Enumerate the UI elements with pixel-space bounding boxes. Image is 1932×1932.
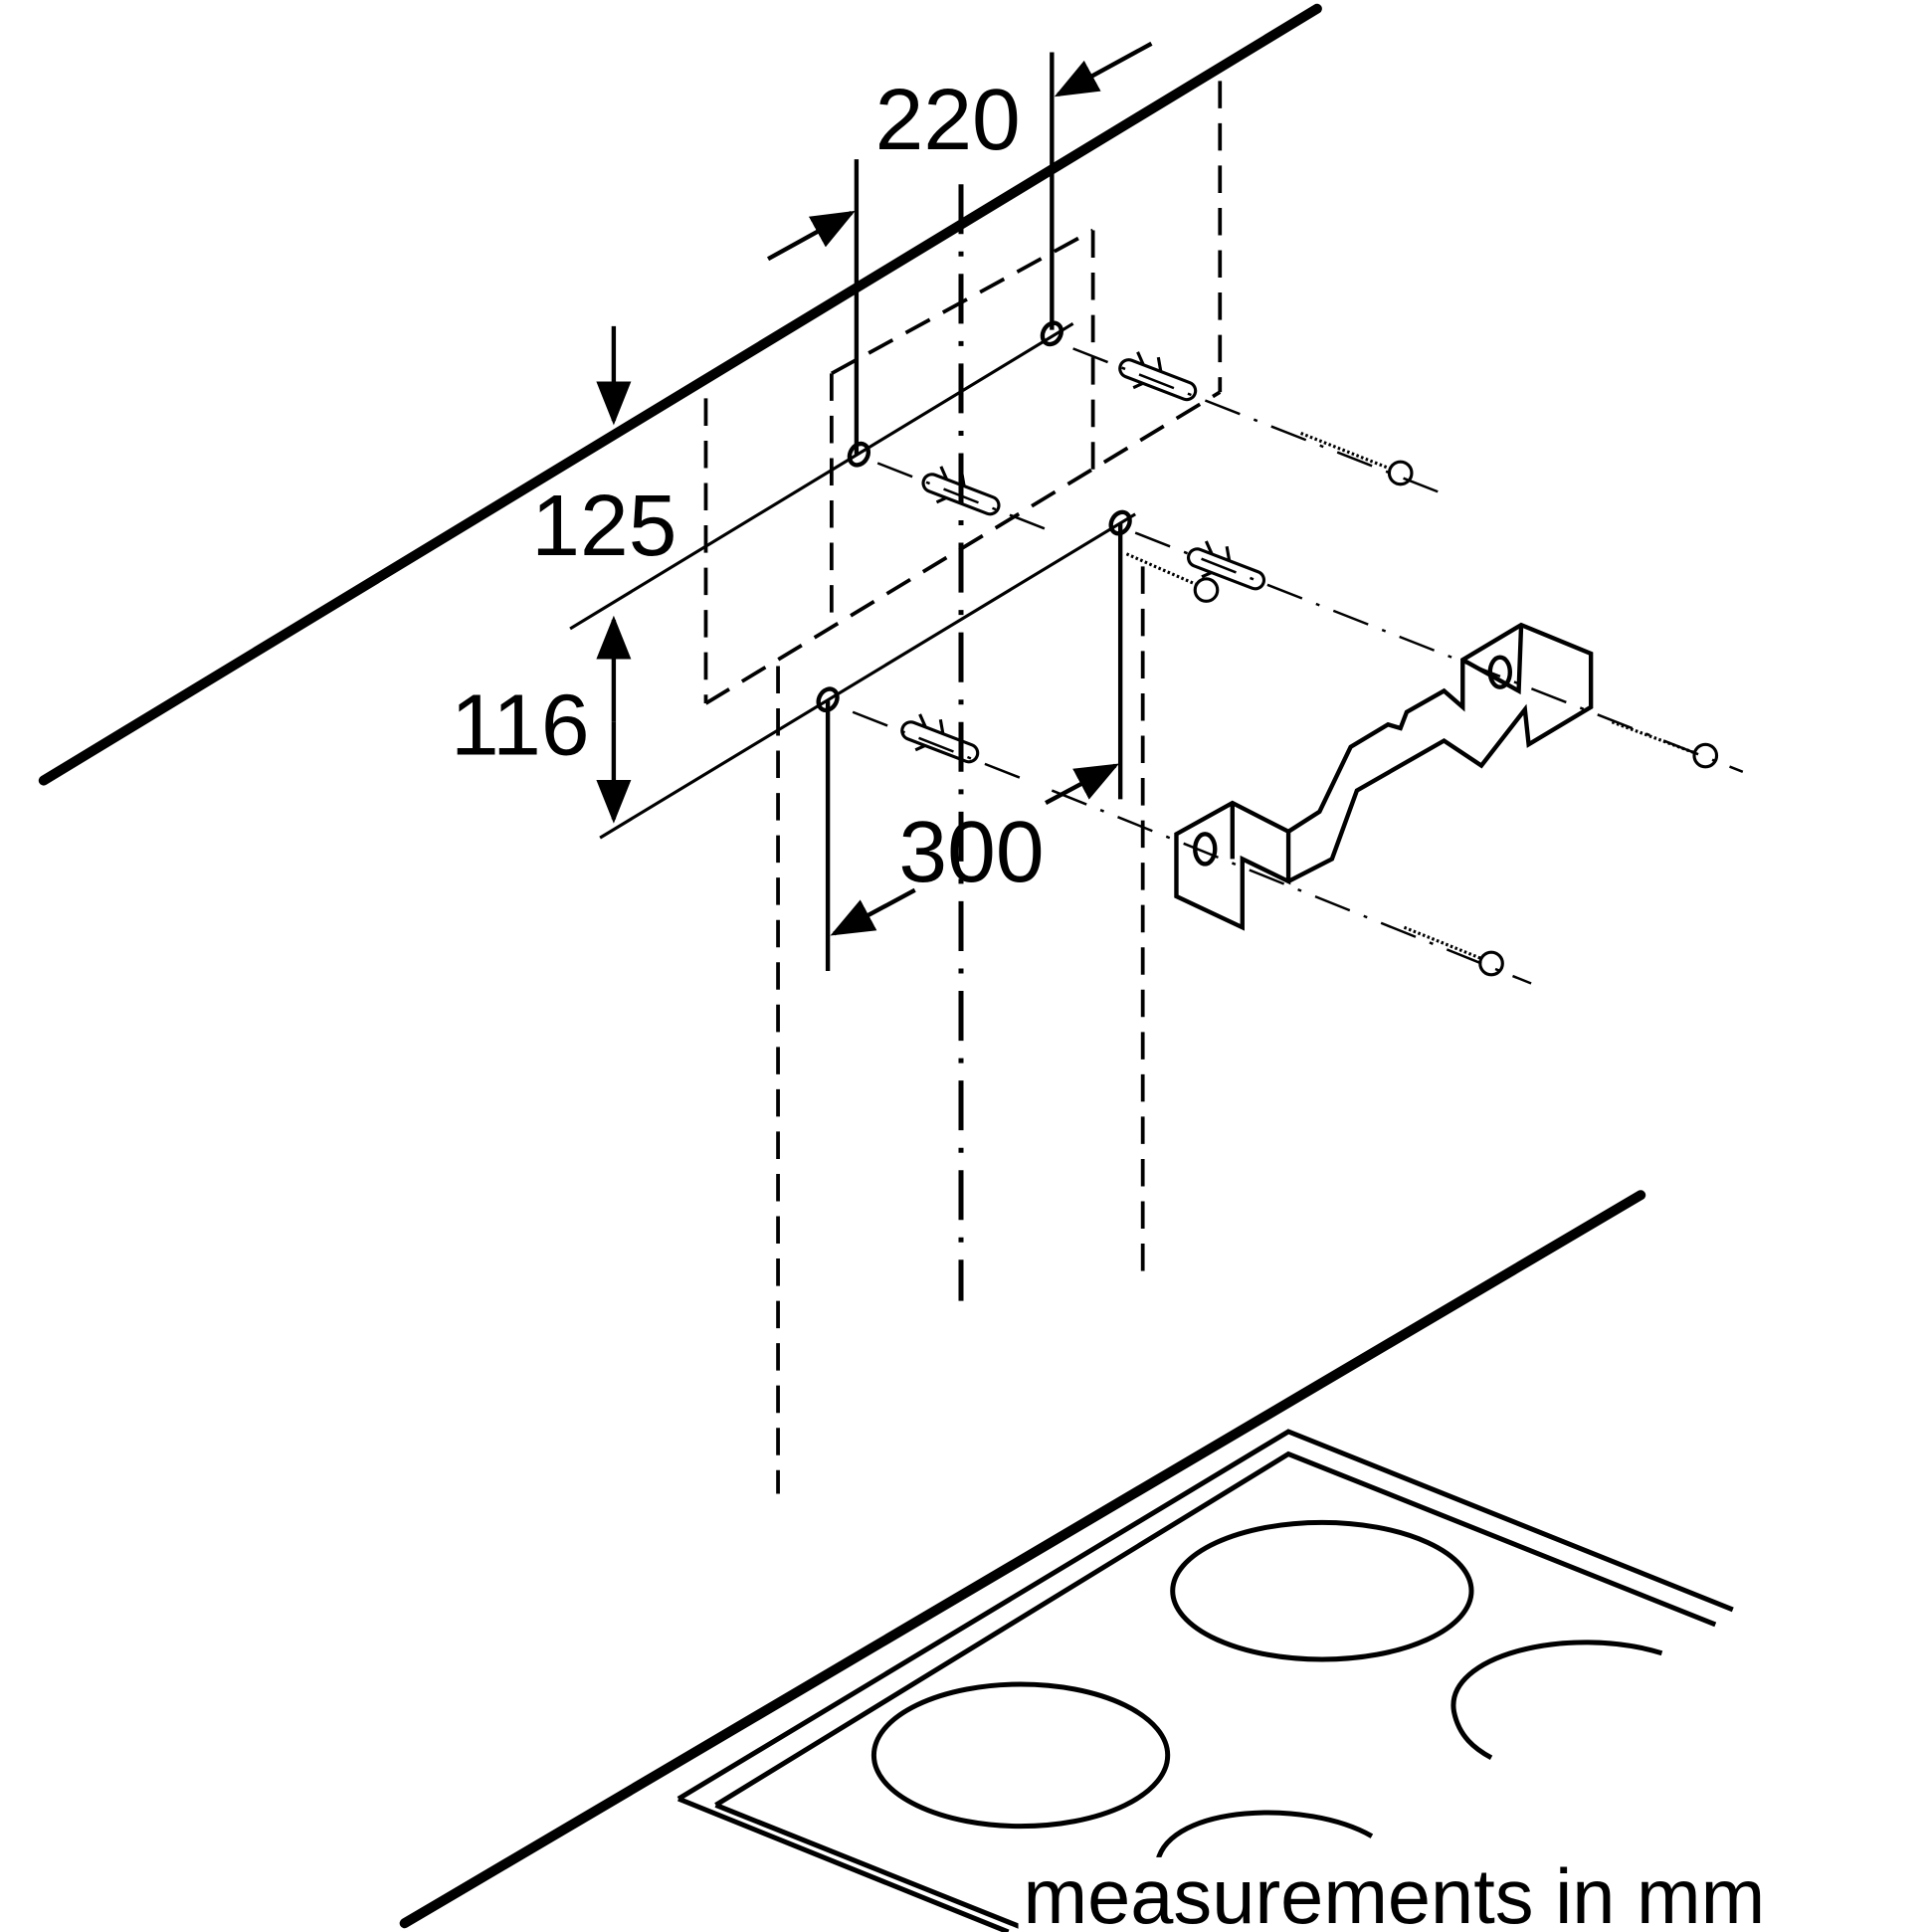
drill-hole bbox=[816, 686, 840, 713]
dimension-116-label: 116 bbox=[451, 676, 590, 773]
wall-edge-line bbox=[38, 3, 1322, 786]
drill-hole bbox=[1040, 320, 1063, 347]
wall-plug-icon bbox=[900, 713, 980, 764]
dimension-220-label: 220 bbox=[875, 71, 1021, 168]
fixing-axis-lines bbox=[852, 347, 1744, 985]
screw-icon bbox=[1300, 431, 1414, 486]
screw-icon bbox=[1611, 720, 1719, 769]
wall-plug-icon bbox=[1118, 351, 1198, 402]
units-caption: measurements in mm bbox=[1024, 1854, 1766, 1932]
mounting-bracket bbox=[1174, 622, 1594, 931]
screw-icon bbox=[1403, 925, 1504, 977]
drill-hole bbox=[847, 441, 871, 468]
cooktop bbox=[676, 1429, 1734, 1932]
wall-plugs bbox=[900, 351, 1266, 764]
dimension-300-label: 300 bbox=[898, 803, 1044, 900]
cooking-zone bbox=[1170, 1519, 1474, 1662]
screw-icon bbox=[1125, 552, 1220, 603]
screws bbox=[1125, 431, 1719, 977]
wall-plug-icon bbox=[1186, 540, 1266, 591]
cooking-zone bbox=[1450, 1640, 1663, 1761]
dimension-arrows bbox=[596, 41, 1153, 936]
drill-holes bbox=[816, 320, 1132, 713]
wall-plug-icon bbox=[921, 466, 1001, 516]
cooking-zone bbox=[870, 1681, 1171, 1830]
drill-hole bbox=[1108, 509, 1132, 536]
worktop-edge-line bbox=[399, 1190, 1646, 1929]
dimension-125-label: 125 bbox=[531, 477, 676, 574]
hole-reference-lines bbox=[569, 52, 1136, 972]
